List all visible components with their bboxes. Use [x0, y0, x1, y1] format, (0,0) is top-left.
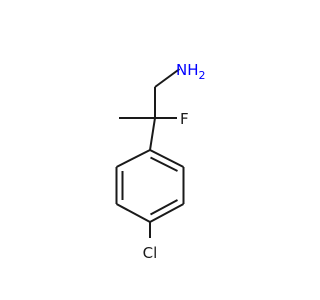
ring-bond-1 — [149, 149, 184, 168]
amine-subscript: 2 — [199, 69, 206, 82]
ring-bond-3 — [149, 203, 184, 223]
amine-label: NH2 — [176, 61, 206, 82]
ring-bond-6 — [116, 149, 151, 168]
bond-cq-ring — [149, 117, 156, 151]
fluorine-label: F — [180, 110, 189, 128]
ring-double-bond-2 — [150, 199, 178, 216]
structure-diagram: NH2 F Cl — [115, 61, 206, 262]
bond-n-ch2 — [154, 68, 181, 88]
ring-bond-4 — [116, 203, 151, 223]
chlorine-label: Cl — [143, 244, 158, 262]
ring-double-bond-1 — [150, 156, 178, 172]
amine-symbol: NH — [176, 61, 199, 79]
